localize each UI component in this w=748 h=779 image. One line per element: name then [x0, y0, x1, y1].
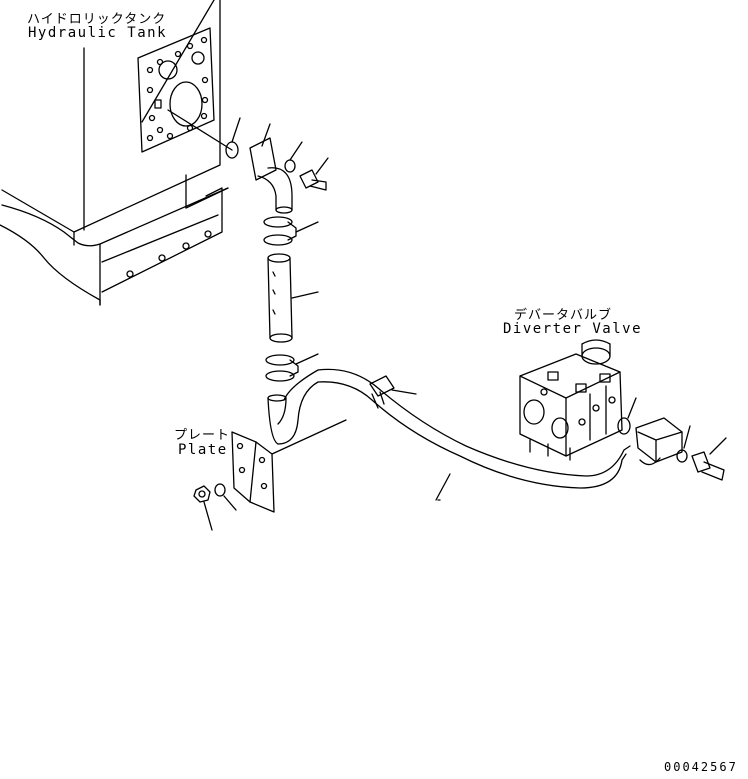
hydraulic-tank-label-en: Hydraulic Tank [28, 25, 168, 41]
plate-bracket [232, 420, 346, 512]
main-tube [268, 369, 630, 500]
plate-label-jp: プレート [174, 428, 231, 443]
hydraulic-tank [0, 0, 228, 305]
hose-clamp-lower [266, 354, 318, 381]
hose [268, 254, 318, 342]
washer-left [215, 484, 236, 510]
o-ring-lower [618, 398, 636, 434]
bolt-lower [692, 438, 726, 480]
leader-lines [142, 0, 440, 500]
washer-lower [677, 426, 690, 462]
plate-label-en: Plate [178, 442, 228, 458]
connector-fitting [370, 376, 416, 408]
diverter-valve-label-en: Diverter Valve [503, 321, 643, 337]
diverter-valve-label-jp: デバータバルブ [514, 308, 613, 323]
bolt-upper [300, 158, 328, 190]
hose-clamp-upper [264, 217, 318, 245]
elbow-fitting-upper [250, 124, 292, 213]
hydraulic-tank-label-jp: ハイドロリックタンク [27, 12, 167, 27]
o-ring-upper [168, 110, 240, 158]
diverter-valve [520, 340, 622, 460]
nut-left [194, 486, 212, 530]
washer-upper [285, 142, 302, 172]
drawing-number: 00042567 [664, 760, 738, 774]
tube-flange-end [636, 418, 682, 465]
tank-flange-plate [138, 28, 214, 152]
